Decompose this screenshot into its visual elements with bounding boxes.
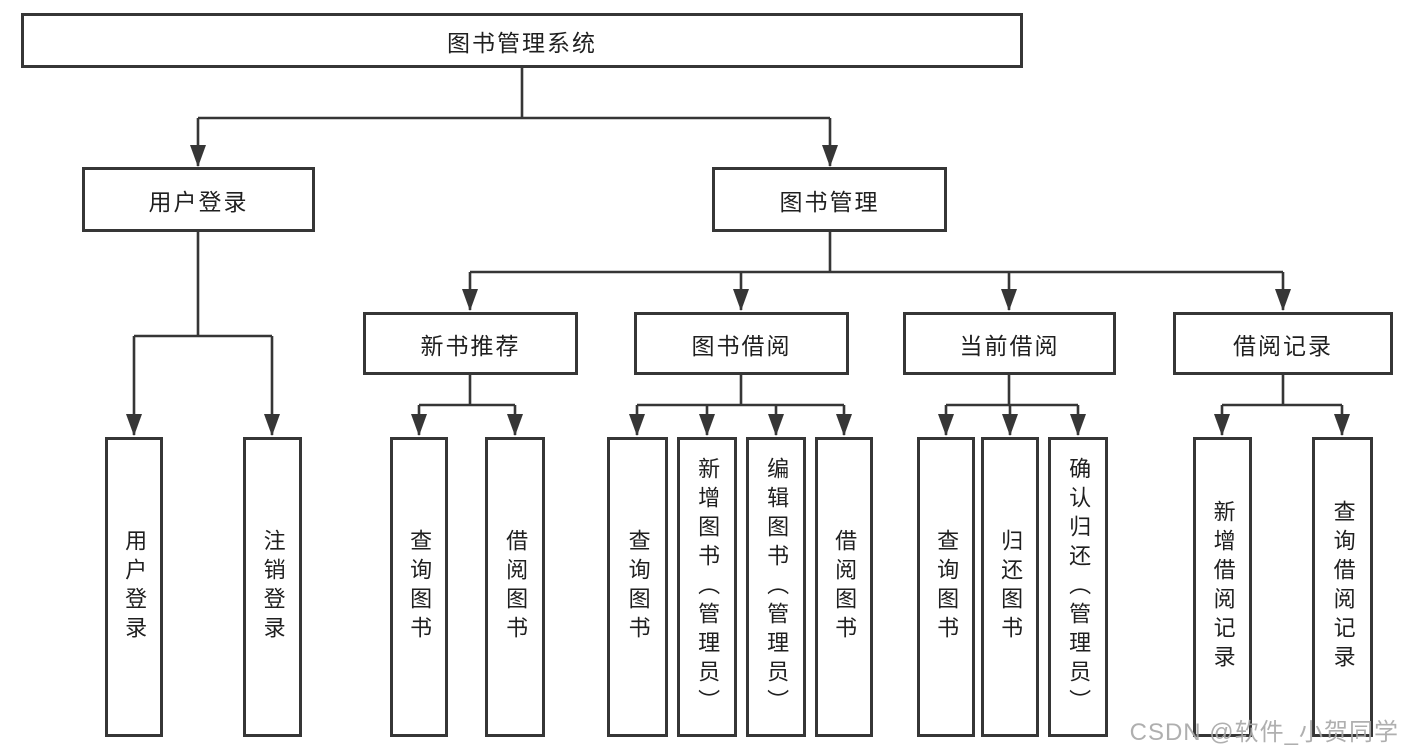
arrowheads xyxy=(126,145,1350,436)
arrowhead xyxy=(462,289,478,311)
leaf-add-books-admin: 新增图书（管理员） xyxy=(677,437,737,737)
leaf-label: 查询图书 xyxy=(625,529,651,645)
leaf-query-books: 查询图书 xyxy=(917,437,975,737)
node-book-borrowing: 图书借阅 xyxy=(634,312,849,375)
leaf-add-borrow-record: 新增借阅记录 xyxy=(1193,437,1252,737)
node-label: 图书借阅 xyxy=(691,332,792,359)
csdn-watermark: CSDN @软件_小贺同学 xyxy=(1129,719,1399,746)
node-new-book-recommend: 新书推荐 xyxy=(363,312,578,375)
arrowhead xyxy=(699,414,715,436)
arrowhead xyxy=(411,414,427,436)
leaf-label: 查询图书 xyxy=(407,529,433,645)
leaf-label: 编辑图书（管理员） xyxy=(764,456,790,718)
arrowhead xyxy=(1275,289,1291,311)
leaf-label: 新增借阅记录 xyxy=(1210,500,1236,674)
leaf-label: 归还图书 xyxy=(998,529,1024,645)
arrowhead xyxy=(1070,414,1086,436)
arrowhead xyxy=(836,414,852,436)
node-current-borrowing: 当前借阅 xyxy=(903,312,1116,375)
arrowhead xyxy=(126,414,142,436)
arrowhead xyxy=(1002,414,1018,436)
arrowhead xyxy=(938,414,954,436)
leaf-label: 注销登录 xyxy=(260,529,286,645)
leaf-query-books: 查询图书 xyxy=(390,437,448,737)
leaf-borrow-books: 借阅图书 xyxy=(815,437,873,737)
node-book-management: 图书管理 xyxy=(712,167,947,232)
arrowhead xyxy=(1001,289,1017,311)
leaf-label: 确认归还（管理员） xyxy=(1066,456,1092,718)
arrowhead xyxy=(190,145,206,167)
leaf-label: 用户登录 xyxy=(122,529,148,645)
leaf-query-borrow-record: 查询借阅记录 xyxy=(1312,437,1373,737)
arrowhead xyxy=(733,289,749,311)
connector-segments xyxy=(132,68,1344,435)
leaf-return-books: 归还图书 xyxy=(981,437,1039,737)
arrowhead xyxy=(507,414,523,436)
leaf-label: 新增图书（管理员） xyxy=(695,456,721,718)
leaf-logout: 注销登录 xyxy=(243,437,302,737)
node-borrow-records: 借阅记录 xyxy=(1173,312,1393,375)
leaf-edit-books-admin: 编辑图书（管理员） xyxy=(746,437,806,737)
leaf-label: 借阅图书 xyxy=(503,529,529,645)
arrowhead xyxy=(1214,414,1230,436)
leaf-label: 查询借阅记录 xyxy=(1330,500,1356,674)
leaf-query-books: 查询图书 xyxy=(607,437,668,737)
arrowhead xyxy=(1334,414,1350,436)
node-label: 图书管理系统 xyxy=(447,29,597,56)
arrowhead xyxy=(629,414,645,436)
arrowhead xyxy=(264,414,280,436)
node-label: 新书推荐 xyxy=(420,332,521,359)
arrowhead xyxy=(822,145,838,167)
node-label: 借阅记录 xyxy=(1233,332,1333,359)
node-label: 用户登录 xyxy=(148,188,249,215)
node-label: 当前借阅 xyxy=(959,332,1060,359)
node-library-management-system: 图书管理系统 xyxy=(21,13,1023,68)
leaf-user-login: 用户登录 xyxy=(105,437,163,737)
leaf-confirm-return-admin: 确认归还（管理员） xyxy=(1048,437,1108,737)
arrowhead xyxy=(768,414,784,436)
node-label: 图书管理 xyxy=(779,188,880,215)
node-user-login: 用户登录 xyxy=(82,167,315,232)
leaf-label: 借阅图书 xyxy=(832,529,858,645)
leaf-borrow-books: 借阅图书 xyxy=(485,437,545,737)
leaf-label: 查询图书 xyxy=(934,529,960,645)
